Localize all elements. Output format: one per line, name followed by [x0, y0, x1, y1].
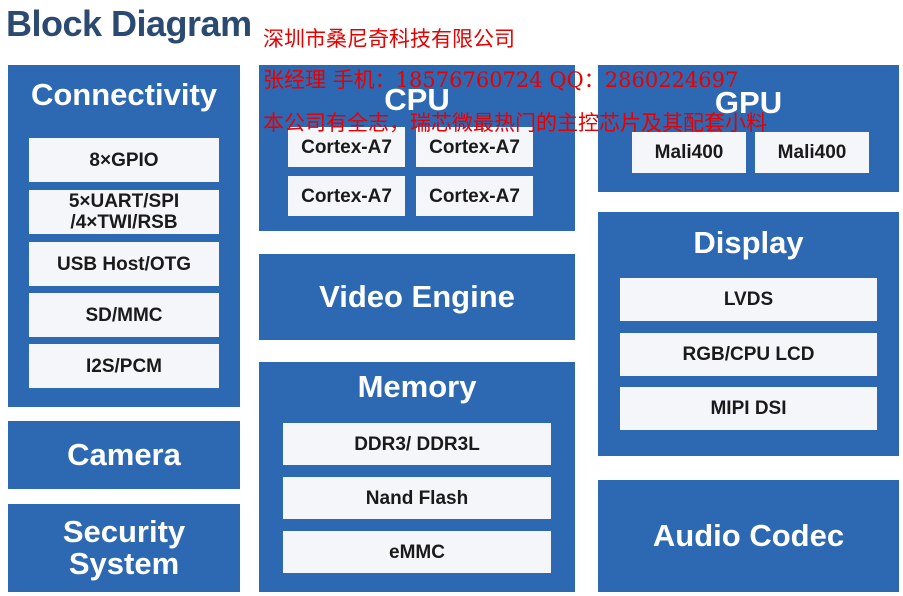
display-heading: Display	[693, 225, 804, 260]
display-item-rgb: RGB/CPU LCD	[620, 333, 877, 376]
cpu-core-3: Cortex-A7	[288, 176, 405, 216]
display-item-mipi: MIPI DSI	[620, 387, 877, 430]
connectivity-item-i2s: I2S/PCM	[29, 344, 219, 388]
cpu-core-4: Cortex-A7	[416, 176, 533, 216]
gpu-item-2: Mali400	[755, 132, 869, 173]
security-panel: Security System	[8, 504, 240, 592]
connectivity-item-sdmmc: SD/MMC	[29, 293, 219, 337]
gpu-heading: GPU	[714, 85, 783, 120]
connectivity-heading: Connectivity	[30, 77, 218, 112]
gpu-panel: GPU Mali400 Mali400	[598, 65, 899, 192]
audio-codec-heading: Audio Codec	[652, 518, 845, 553]
connectivity-item-gpio: 8×GPIO	[29, 138, 219, 182]
video-engine-heading: Video Engine	[319, 279, 515, 314]
display-panel: Display LVDS RGB/CPU LCD MIPI DSI	[598, 212, 899, 456]
memory-panel: Memory DDR3/ DDR3L Nand Flash eMMC	[259, 362, 575, 592]
connectivity-item-uart: 5×UART/SPI /4×TWI/RSB	[29, 190, 219, 234]
display-item-lvds: LVDS	[620, 278, 877, 321]
memory-item-emmc: eMMC	[283, 531, 551, 573]
watermark-contact: 张经理 手机：18576760724 QQ：2860224697	[263, 68, 739, 92]
cpu-heading: CPU	[384, 82, 450, 117]
watermark-company: 深圳市桑尼奇科技有限公司	[263, 27, 515, 51]
diagram-title: Block Diagram	[6, 3, 252, 44]
watermark-slogan: 本公司有全志，瑞芯微最热门的主控芯片及其配套小料	[263, 111, 767, 135]
connectivity-panel: Connectivity 8×GPIO 5×UART/SPI /4×TWI/RS…	[8, 65, 240, 407]
camera-heading: Camera	[67, 437, 181, 472]
memory-item-nand: Nand Flash	[283, 477, 551, 519]
cpu-core-1: Cortex-A7	[288, 127, 405, 167]
audio-codec-panel: Audio Codec	[598, 480, 899, 592]
memory-item-ddr3: DDR3/ DDR3L	[283, 423, 551, 465]
security-heading: Security System	[62, 514, 186, 581]
cpu-panel: CPU Cortex-A7 Cortex-A7 Cortex-A7 Cortex…	[259, 65, 575, 231]
connectivity-item-usb: USB Host/OTG	[29, 242, 219, 286]
cpu-core-2: Cortex-A7	[416, 127, 533, 167]
camera-panel: Camera	[8, 421, 240, 489]
video-engine-panel: Video Engine	[259, 254, 575, 340]
gpu-item-1: Mali400	[632, 132, 746, 173]
memory-heading: Memory	[357, 369, 477, 404]
